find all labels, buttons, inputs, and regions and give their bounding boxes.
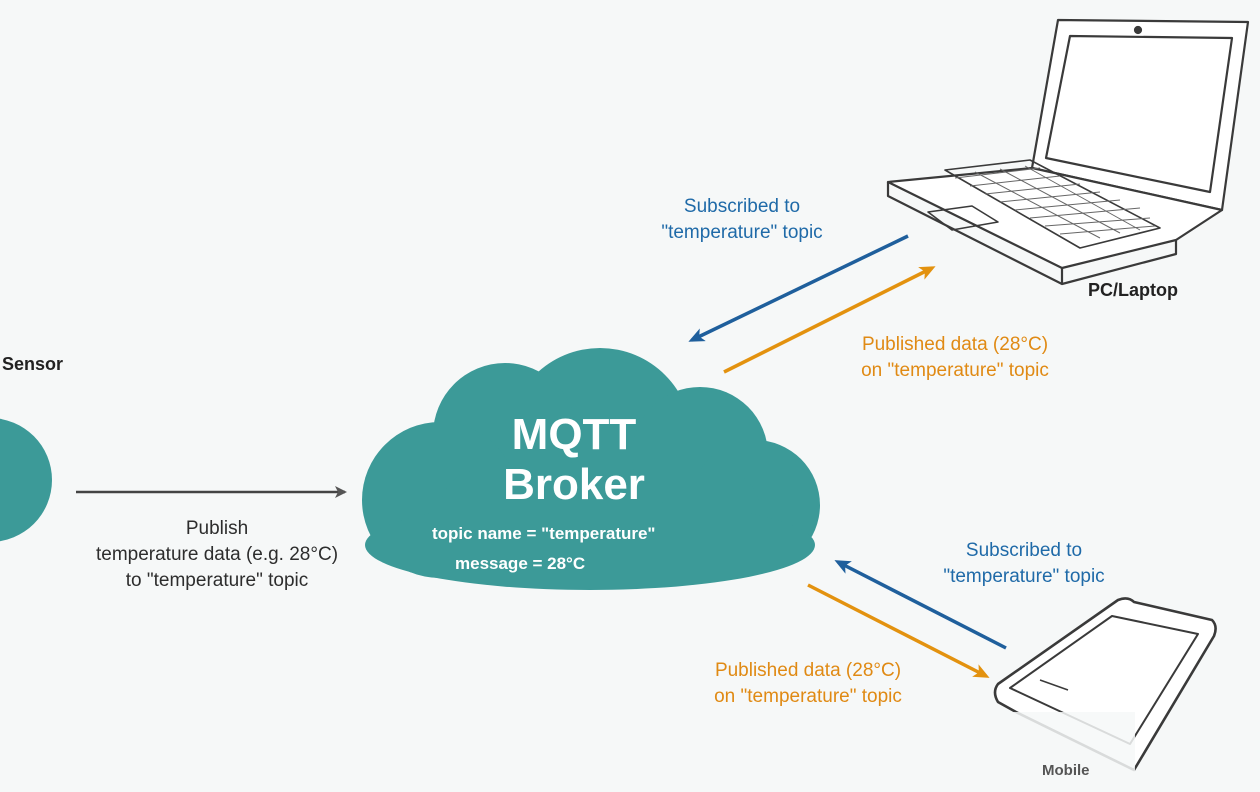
laptop-label: PC/Laptop (1088, 280, 1178, 300)
sensor-label: Sensor (2, 354, 64, 374)
mobile-subscribe-label: Subscribed to "temperature" topic (894, 538, 1154, 590)
sensor-publish-line1: Publish (185, 518, 249, 539)
broker-title-line2: Broker (503, 460, 645, 509)
laptop-subscribe-line1: Subscribed to (683, 196, 801, 217)
laptop-publish-label: Published data (28°C) on "temperature" t… (820, 332, 1090, 384)
mobile-publish-label: Published data (28°C) on "temperature" t… (672, 658, 944, 710)
laptop-subscribe-line2: "temperature" topic (661, 222, 823, 243)
mobile-subscribe-line1: Subscribed to (965, 540, 1083, 561)
broker-title-line1: MQTT (511, 410, 637, 459)
laptop-subscribe-arrow (688, 234, 909, 342)
mobile-publish-line2: on "temperature" topic (714, 686, 902, 707)
laptop-publish-line1: Published data (28°C) (861, 334, 1049, 355)
laptop-icon (886, 18, 1250, 286)
laptop-subscribe-label: Subscribed to "temperature" topic (612, 194, 872, 246)
mobile-subscribe-arrow (834, 560, 1007, 650)
sensor-node (0, 418, 52, 542)
sensor-publish-line3: to "temperature" topic (125, 570, 309, 591)
sensor-publish-line2: temperature data (e.g. 28°C) (95, 544, 339, 565)
laptop-publish-line2: on "temperature" topic (861, 360, 1049, 381)
mobile-subscribe-line2: "temperature" topic (943, 566, 1105, 587)
broker-message-line: message = 28°C (455, 554, 586, 573)
sensor-publish-label: Publish temperature data (e.g. 28°C) to … (52, 516, 382, 594)
mobile-publish-arrow (807, 583, 990, 678)
mobile-publish-line1: Published data (28°C) (714, 660, 902, 681)
laptop-publish-arrow (723, 266, 936, 374)
mobile-label: Mobile (1042, 762, 1090, 779)
broker-topic-line: topic name = "temperature" (432, 524, 656, 543)
broker-cloud (362, 348, 820, 590)
